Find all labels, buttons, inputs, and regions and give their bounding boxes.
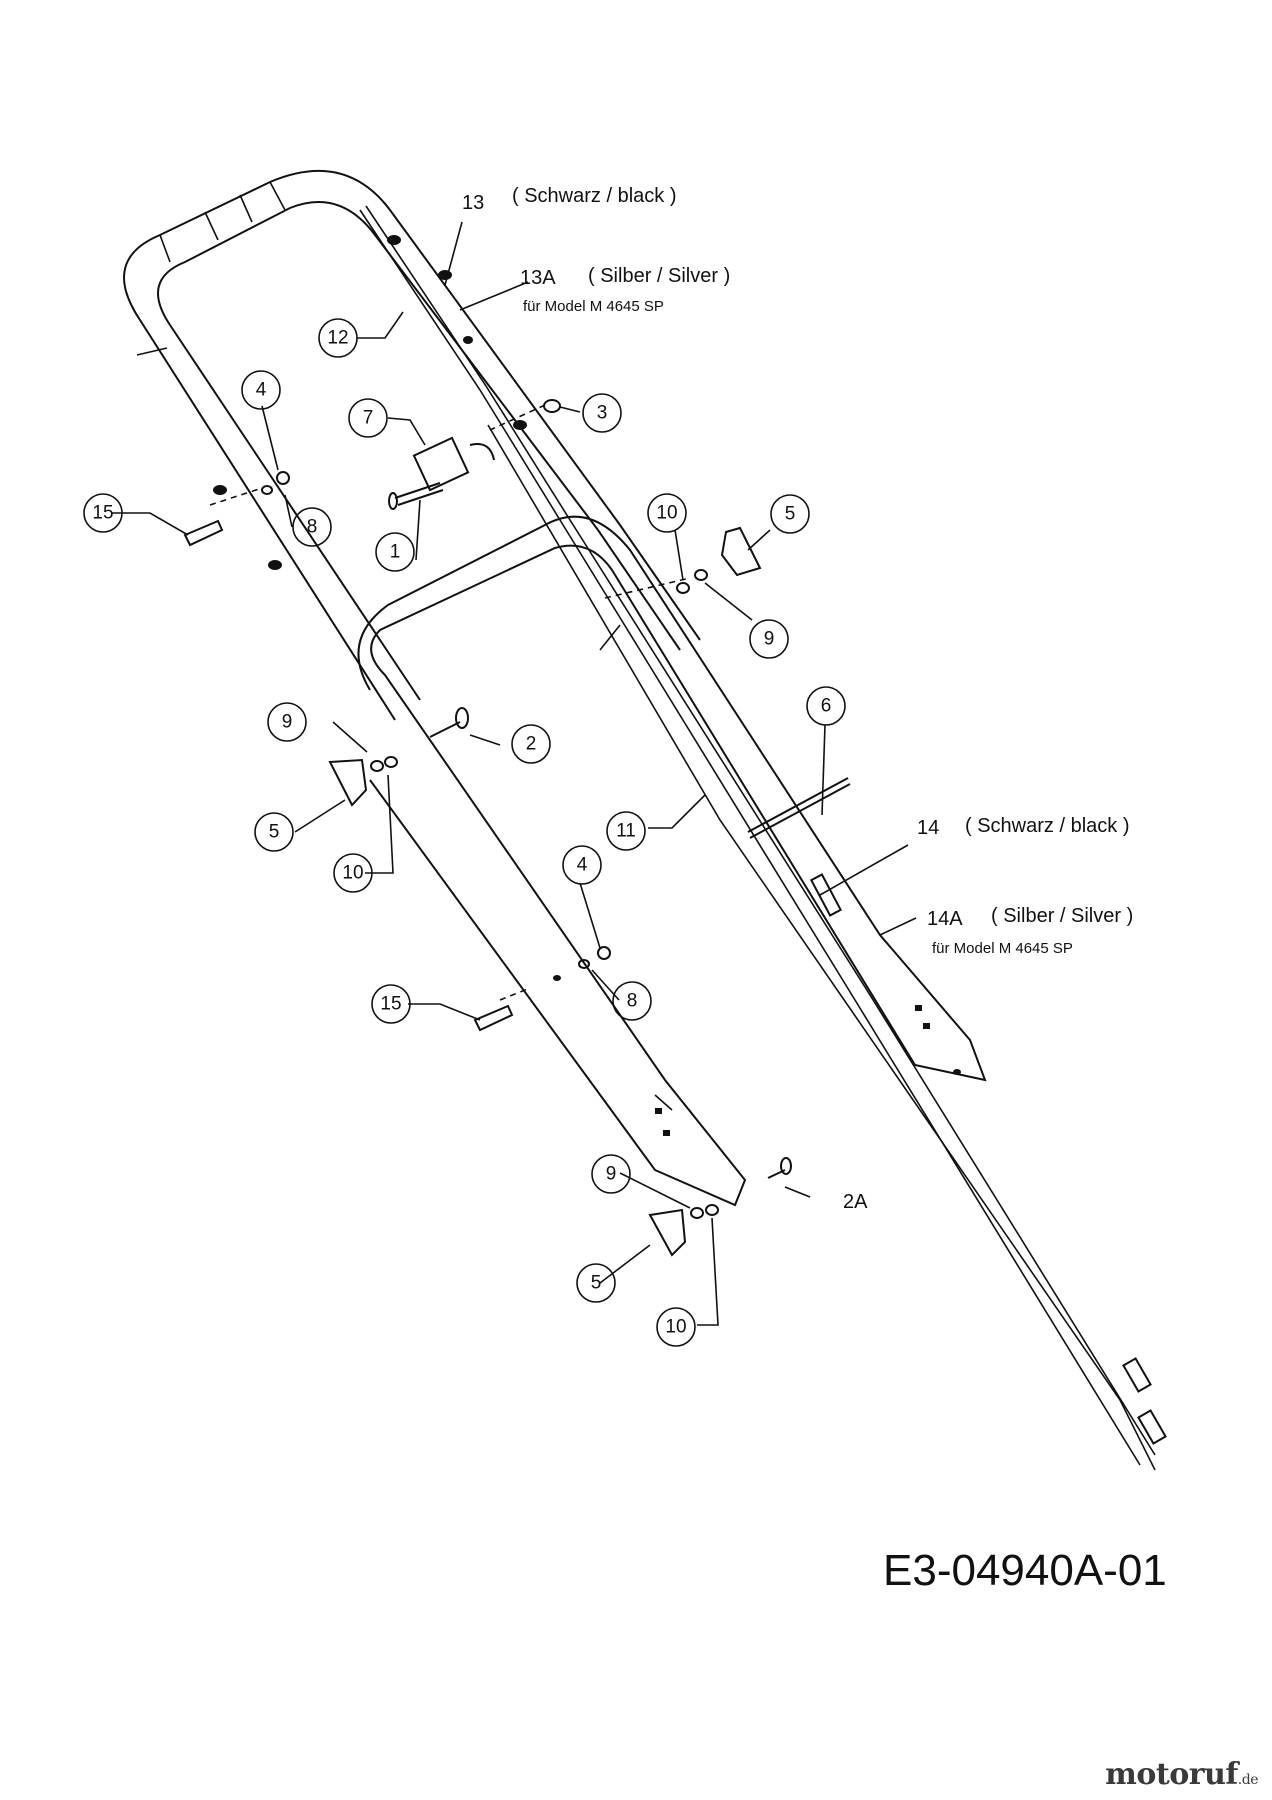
callout-8: 8 (612, 981, 652, 1021)
svg-text:5: 5 (591, 1273, 602, 1294)
svg-text:11: 11 (616, 821, 636, 842)
callout-15: 15 (83, 493, 123, 533)
callout-4: 4 (562, 845, 602, 885)
callout-9: 9 (267, 702, 307, 742)
label-14a-model: für Model M 4645 SP (932, 940, 1073, 957)
svg-text:15: 15 (380, 994, 401, 1015)
callout-5: 5 (770, 494, 810, 534)
callout-11: 11 (606, 811, 646, 851)
svg-text:5: 5 (785, 504, 796, 525)
callout-15: 15 (371, 984, 411, 1024)
svg-text:10: 10 (665, 1317, 686, 1338)
watermark-tld: .de (1237, 1772, 1259, 1788)
watermark-logo: motoruf.de (1105, 1757, 1258, 1792)
svg-text:10: 10 (656, 503, 677, 524)
callout-12: 12 (318, 318, 358, 358)
leader-lines (112, 221, 917, 1326)
label-13a-model: für Model M 4645 SP (523, 298, 664, 315)
svg-text:3: 3 (597, 403, 608, 424)
svg-text:10: 10 (342, 863, 363, 884)
lower-handle (357, 515, 987, 1207)
callout-6: 6 (806, 686, 846, 726)
svg-text:15: 15 (92, 503, 113, 524)
callout-2: 2 (511, 724, 551, 764)
label-13a-color: ( Silber / Silver ) (588, 265, 730, 287)
callout-5: 5 (576, 1263, 616, 1303)
label-2a: 2A (843, 1191, 868, 1213)
callouts: 1 2 3 4 4 5 5 5 6 7 8 8 9 9 9 10 10 10 1… (83, 318, 846, 1347)
svg-text:5: 5 (269, 822, 280, 843)
callout-5: 5 (254, 812, 294, 852)
svg-text:8: 8 (627, 991, 638, 1012)
part-labels: 13 ( Schwarz / black ) 13A ( Silber / Si… (462, 185, 1133, 1213)
callout-10: 10 (647, 493, 687, 533)
callout-4: 4 (241, 370, 281, 410)
svg-text:9: 9 (282, 712, 293, 733)
hardware (183, 399, 792, 1257)
svg-text:6: 6 (821, 696, 832, 717)
svg-text:4: 4 (577, 855, 588, 876)
svg-text:9: 9 (606, 1164, 617, 1185)
callout-9: 9 (749, 619, 789, 659)
callout-1: 1 (375, 532, 415, 572)
label-14a-color: ( Silber / Silver ) (991, 905, 1133, 927)
label-14-color: ( Schwarz / black ) (965, 815, 1129, 837)
svg-text:9: 9 (764, 629, 775, 650)
callout-10: 10 (656, 1307, 696, 1347)
label-13: 13 (462, 192, 484, 214)
drawing-code: E3-04940A-01 (883, 1546, 1167, 1595)
callout-9: 9 (591, 1154, 631, 1194)
label-14a: 14A (927, 908, 963, 930)
callout-10: 10 (333, 853, 373, 893)
upper-handle (123, 169, 701, 721)
svg-text:8: 8 (307, 517, 318, 538)
label-13-color: ( Schwarz / black ) (512, 185, 676, 207)
label-14: 14 (917, 817, 939, 839)
cables (359, 205, 1167, 1471)
svg-text:4: 4 (256, 380, 267, 401)
svg-text:7: 7 (363, 408, 374, 429)
svg-text:2: 2 (526, 734, 537, 755)
callout-7: 7 (348, 398, 388, 438)
callout-8: 8 (292, 507, 332, 547)
label-13a: 13A (520, 267, 556, 289)
watermark-brand: motoruf (1105, 1757, 1238, 1792)
svg-text:12: 12 (327, 328, 348, 349)
svg-text:1: 1 (390, 542, 401, 563)
callout-3: 3 (582, 393, 622, 433)
